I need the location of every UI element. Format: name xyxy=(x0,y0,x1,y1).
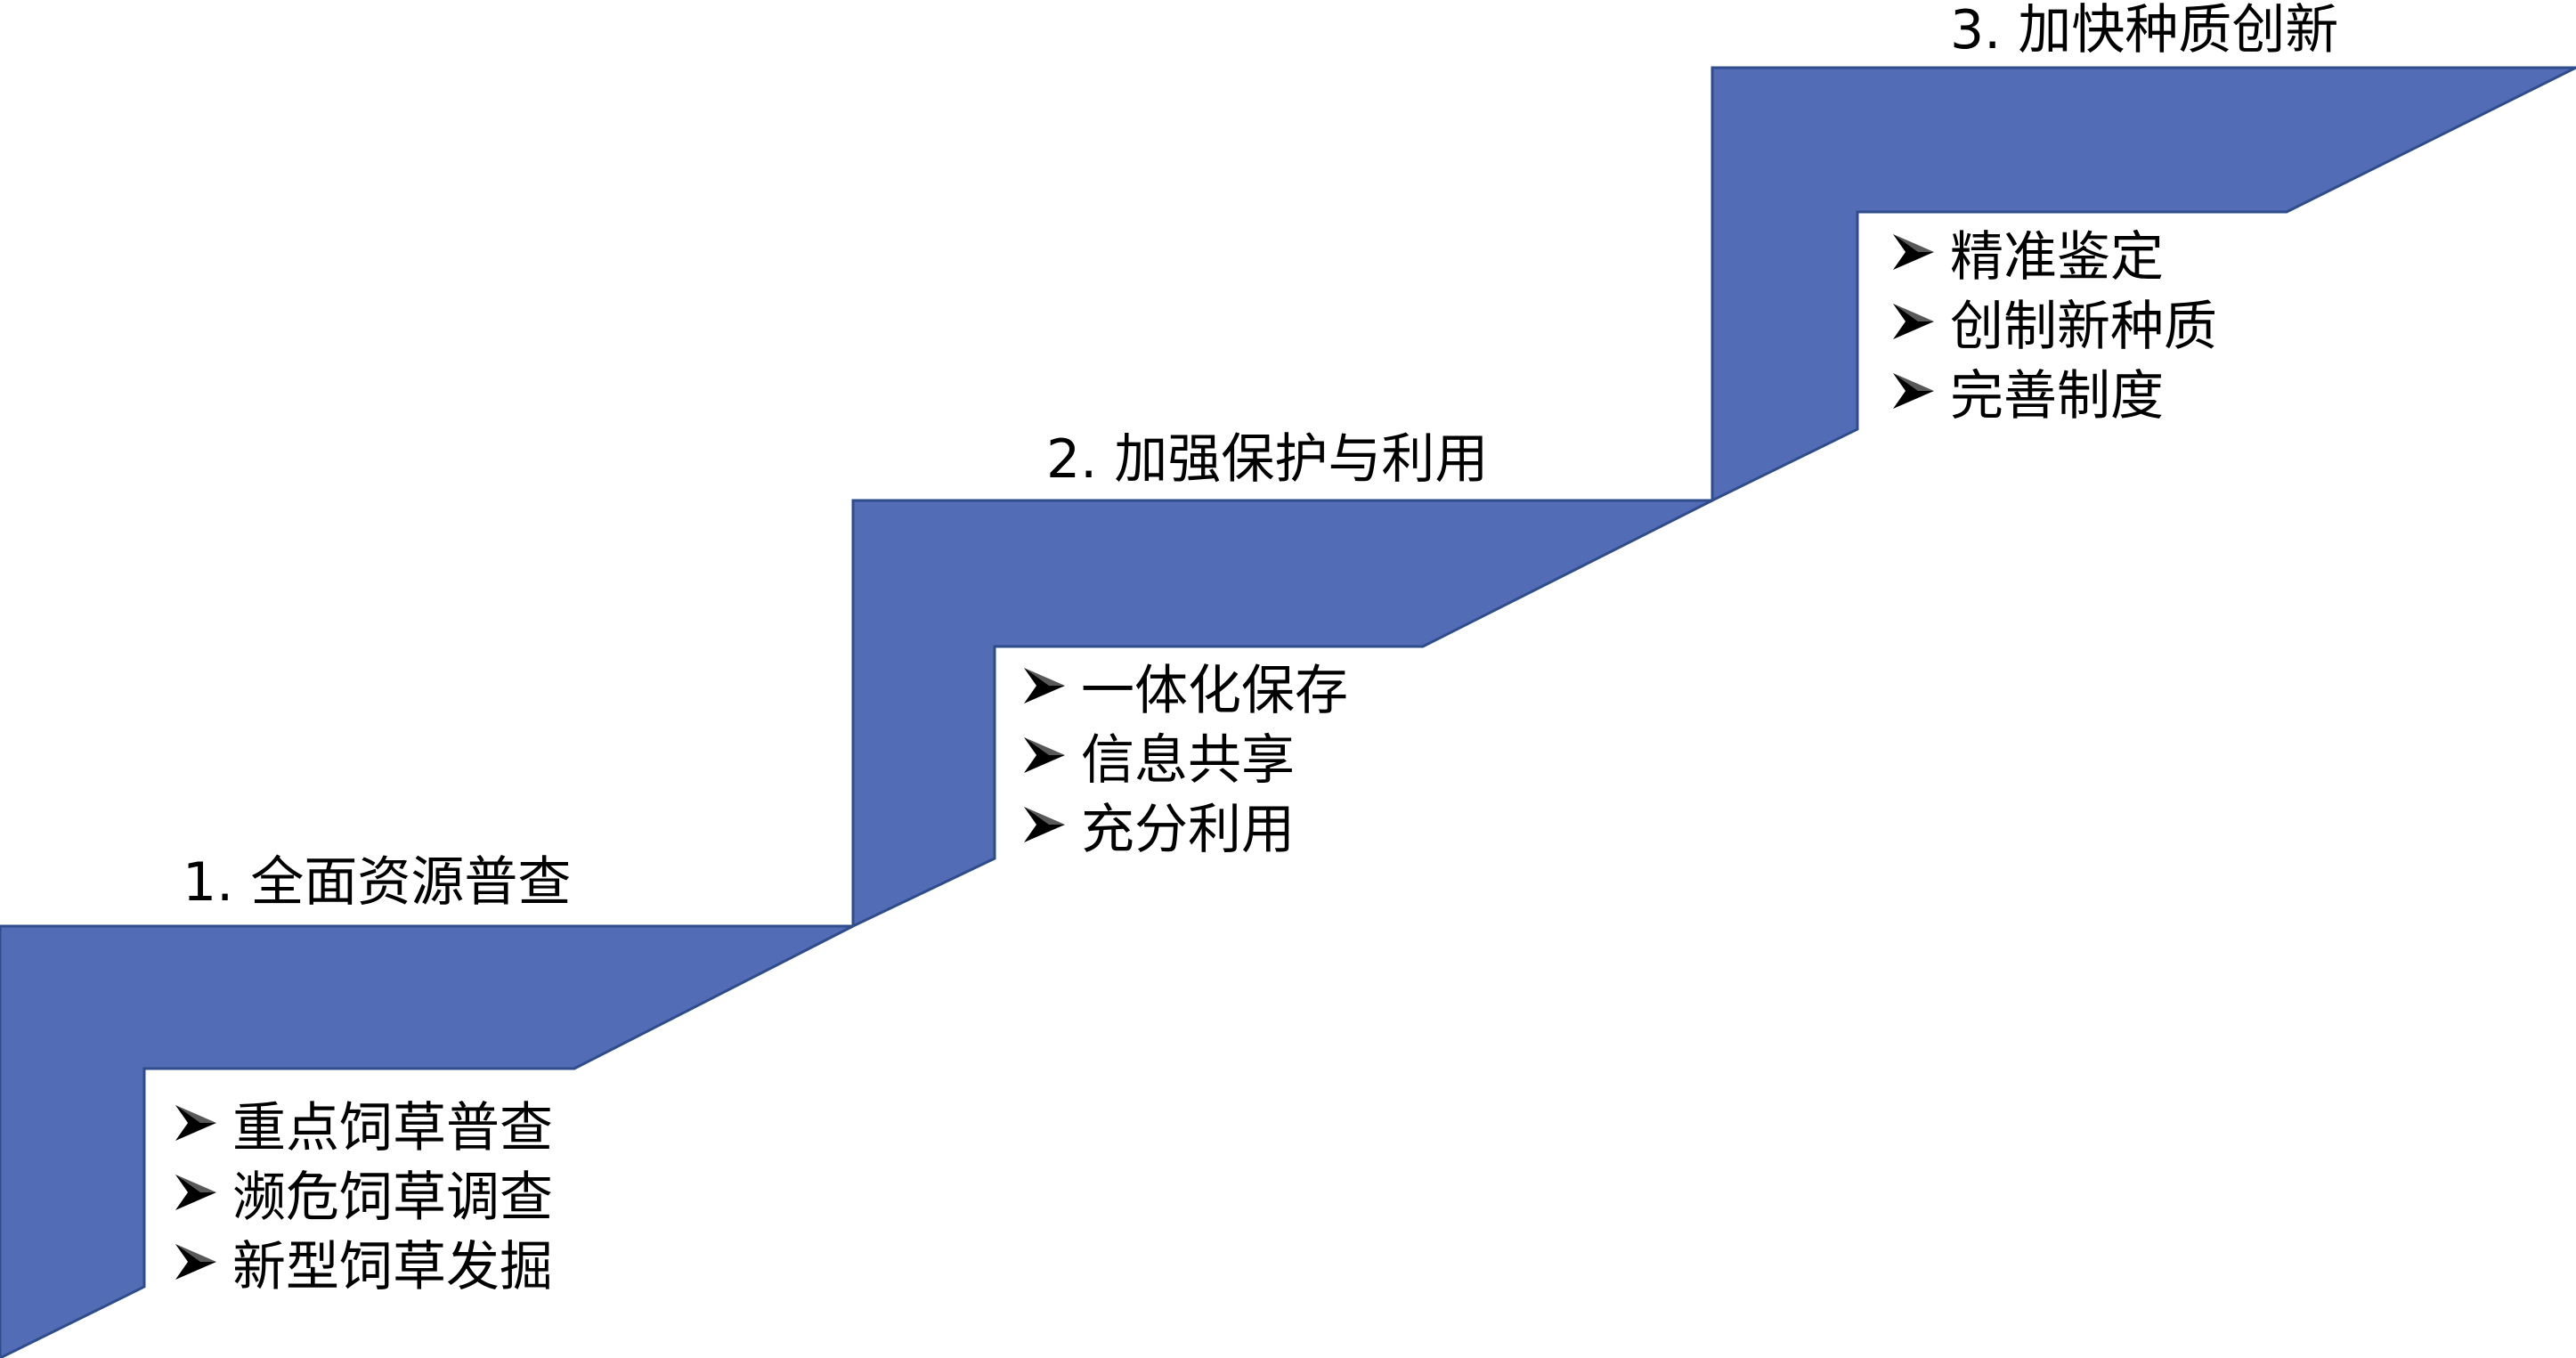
bullet-text: 完善制度 xyxy=(1950,364,2164,427)
list-item: 充分利用 xyxy=(1022,790,1348,861)
arrowhead-bullet-icon xyxy=(1022,736,1067,775)
arrowhead-bullet-icon xyxy=(1891,232,1936,272)
list-item: 创制新种质 xyxy=(1891,287,2217,358)
list-item: 完善制度 xyxy=(1891,356,2217,427)
bullet-text: 精准鉴定 xyxy=(1950,225,2164,289)
arrowhead-bullet-icon xyxy=(174,1103,218,1143)
list-item: 一体化保存 xyxy=(1022,651,1348,722)
arrowhead-bullet-icon xyxy=(174,1242,218,1281)
step-2-shape xyxy=(851,499,1713,929)
step-3-bullet-list: 精准鉴定 创制新种质 完善制度 xyxy=(1891,217,2217,427)
list-item: 精准鉴定 xyxy=(1891,217,2217,289)
arrowhead-bullet-icon xyxy=(1022,805,1067,844)
bullet-text: 新型饲草发掘 xyxy=(232,1235,553,1298)
list-item: 信息共享 xyxy=(1022,720,1348,792)
list-item: 新型饲草发掘 xyxy=(174,1227,553,1298)
bullet-text: 信息共享 xyxy=(1081,728,1295,792)
step-1-title: 1. 全面资源普查 xyxy=(183,851,572,914)
step-3-shape xyxy=(1711,66,2576,503)
arrowhead-bullet-icon xyxy=(174,1173,218,1212)
bullet-text: 濒危饲草调查 xyxy=(232,1166,553,1229)
list-item: 重点饲草普查 xyxy=(174,1088,553,1159)
step-2-bullet-list: 一体化保存 信息共享 充分利用 xyxy=(1022,651,1348,861)
bullet-text: 创制新种质 xyxy=(1950,295,2217,358)
step-1-bullet-list: 重点饲草普查 濒危饲草调查 新型饲草发掘 xyxy=(174,1088,553,1298)
bullet-text: 重点饲草普查 xyxy=(232,1096,553,1159)
list-item: 濒危饲草调查 xyxy=(174,1158,553,1229)
step-3-title: 3. 加快种质创新 xyxy=(1950,0,2339,61)
bullet-text: 充分利用 xyxy=(1081,798,1295,861)
arrowhead-bullet-icon xyxy=(1891,302,1936,341)
arrowhead-bullet-icon xyxy=(1022,666,1067,705)
step-2-title: 2. 加强保护与利用 xyxy=(1046,428,1489,491)
bullet-text: 一体化保存 xyxy=(1081,659,1348,722)
arrowhead-bullet-icon xyxy=(1891,371,1936,411)
